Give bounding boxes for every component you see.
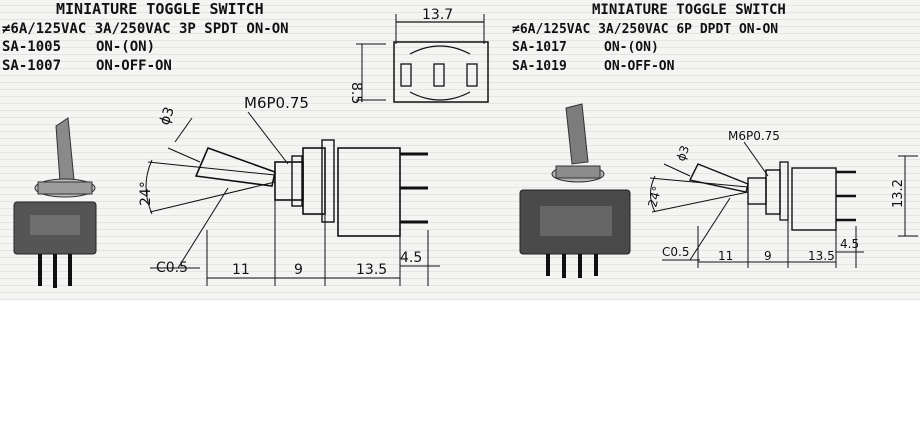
right-model-func-1: ON-(ON) bbox=[604, 40, 659, 55]
left-model-code-1: SA-1005 bbox=[2, 39, 61, 55]
right-dim-4: 4.5 bbox=[840, 237, 859, 251]
right-model-code-2: SA-1019 bbox=[512, 59, 567, 74]
right-side-view bbox=[649, 141, 918, 268]
right-lever-dia: ϕ3 bbox=[674, 144, 692, 163]
right-thread-label: M6P0.75 bbox=[728, 129, 780, 143]
left-dim-1: 11 bbox=[232, 262, 250, 278]
left-title: MINIATURE TOGGLE SWITCH bbox=[56, 0, 264, 18]
right-model-code-1: SA-1017 bbox=[512, 40, 567, 55]
right-angle: 24° bbox=[645, 185, 664, 209]
right-dim-2: 9 bbox=[764, 249, 772, 263]
left-chamfer: C0.5 bbox=[156, 260, 188, 276]
left-angle: 24° bbox=[138, 181, 154, 206]
right-model-func-2: ON-OFF-ON bbox=[604, 59, 675, 74]
left-model-func-2: ON-OFF-ON bbox=[96, 58, 172, 74]
left-body-width: 13.7 bbox=[422, 7, 453, 23]
left-dim-3: 13.5 bbox=[356, 262, 387, 278]
right-rating: ≠6A/125VAC 3A/250VAC 6P DPDT ON-ON bbox=[512, 22, 778, 37]
left-thread-label: M6P0.75 bbox=[244, 94, 309, 112]
left-dim-2: 9 bbox=[294, 262, 303, 278]
left-side-view bbox=[145, 111, 440, 286]
left-rating: ≠6A/125VAC 3A/250VAC 3P SPDT ON-ON bbox=[2, 21, 289, 37]
left-model-code-2: SA-1007 bbox=[2, 58, 61, 74]
right-title: MINIATURE TOGGLE SWITCH bbox=[592, 2, 786, 18]
right-dim-3: 13.5 bbox=[808, 249, 835, 263]
blank-area bbox=[0, 300, 920, 422]
right-side-height: 13.2 bbox=[891, 179, 906, 208]
right-dim-1: 11 bbox=[718, 249, 733, 263]
left-model-func-1: ON-(ON) bbox=[96, 39, 155, 55]
left-top-view bbox=[356, 14, 489, 103]
left-lever-dia: ϕ3 bbox=[157, 105, 178, 128]
right-chamfer: C0.5 bbox=[662, 245, 689, 259]
right-switch-photo bbox=[519, 103, 631, 278]
left-dim-4: 4.5 bbox=[400, 250, 422, 266]
left-switch-photo bbox=[13, 117, 97, 288]
datasheet-drawing: MINIATURE TOGGLE SWITCH ≠6A/125VAC 3A/25… bbox=[2, 0, 918, 288]
left-body-height: 8.5 bbox=[348, 82, 364, 104]
